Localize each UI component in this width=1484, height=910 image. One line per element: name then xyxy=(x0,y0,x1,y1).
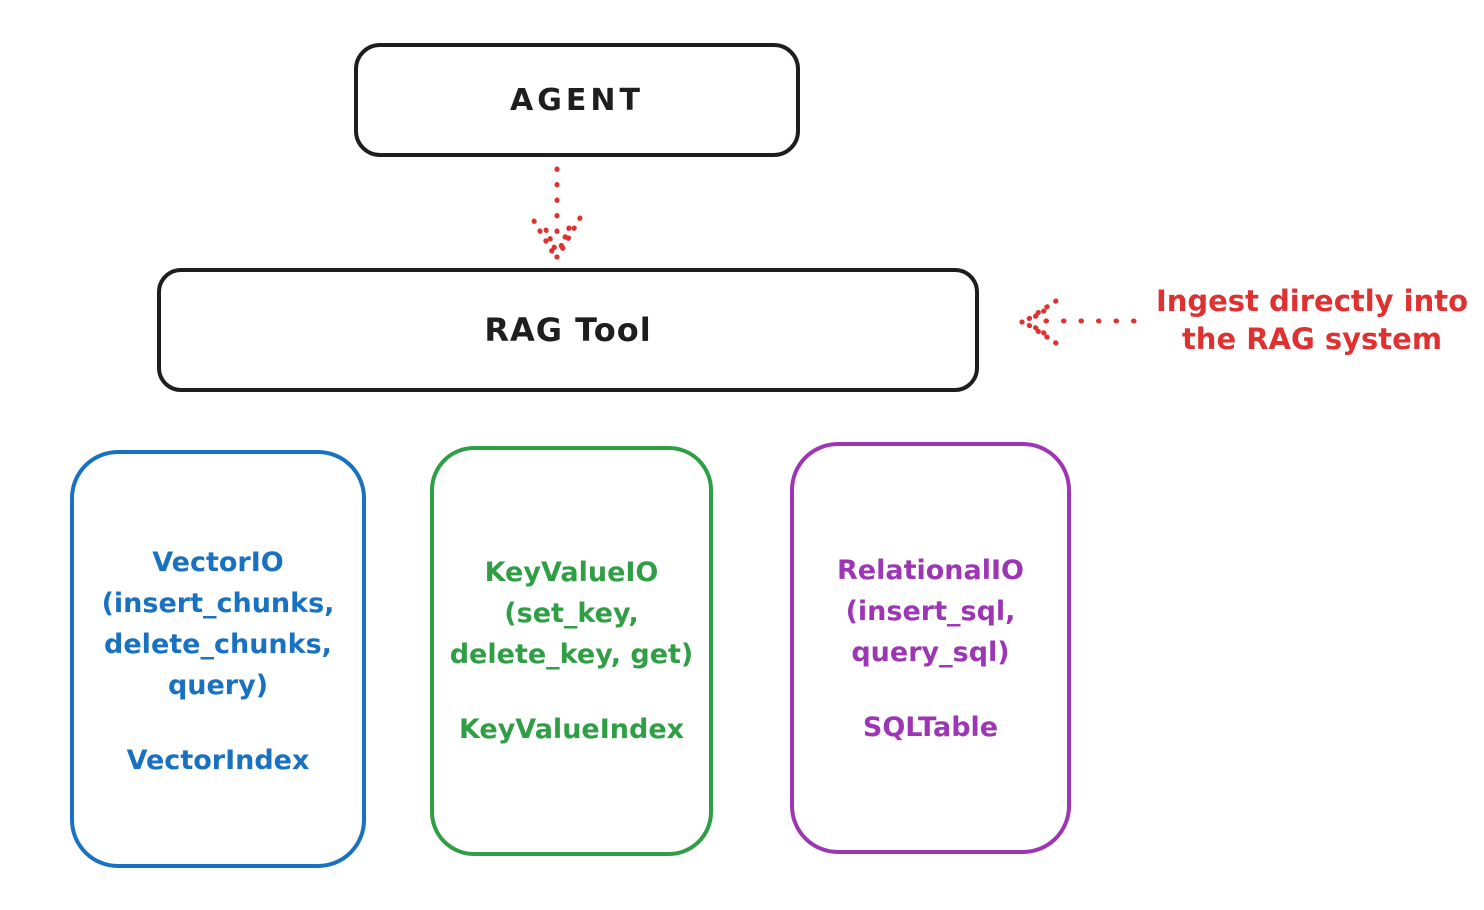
card-line: (set_key, xyxy=(504,598,639,629)
card-line: delete_key, get) xyxy=(449,639,694,670)
keyvalue-index-label: KeyValueIndex xyxy=(458,714,685,745)
rag-tool-node-label: RAG Tool xyxy=(484,311,652,349)
agent-node: AGENT xyxy=(354,43,800,157)
sql-table-label: SQLTable xyxy=(862,712,999,743)
card-line: delete_chunks, xyxy=(104,629,332,660)
card-line: RelationalIO xyxy=(837,555,1024,586)
card-line: query) xyxy=(167,670,269,701)
vector-index-label: VectorIndex xyxy=(126,745,310,776)
agent-node-label: AGENT xyxy=(510,82,644,118)
card-line: query_sql) xyxy=(851,637,1010,668)
arrow-agent-to-ragtool-icon xyxy=(531,166,583,260)
ingest-annotation: Ingest directly into the RAG system xyxy=(1140,282,1484,358)
rag-tool-node: RAG Tool xyxy=(157,268,979,392)
card-line: VectorIO xyxy=(152,547,284,578)
keyvalue-io-card: KeyValueIO (set_key, delete_key, get) Ke… xyxy=(430,446,713,856)
ingest-annotation-line2: the RAG system xyxy=(1181,322,1443,356)
arrow-annotation-to-ragtool-icon xyxy=(1019,298,1137,346)
ingest-annotation-line1: Ingest directly into xyxy=(1155,284,1469,318)
card-line: KeyValueIO xyxy=(484,557,659,588)
vector-io-card: VectorIO (insert_chunks, delete_chunks, … xyxy=(70,450,366,868)
card-line: (insert_sql, xyxy=(845,596,1016,627)
card-line: (insert_chunks, xyxy=(101,588,335,619)
relational-io-card: RelationalIO (insert_sql, query_sql) SQL… xyxy=(790,442,1071,854)
